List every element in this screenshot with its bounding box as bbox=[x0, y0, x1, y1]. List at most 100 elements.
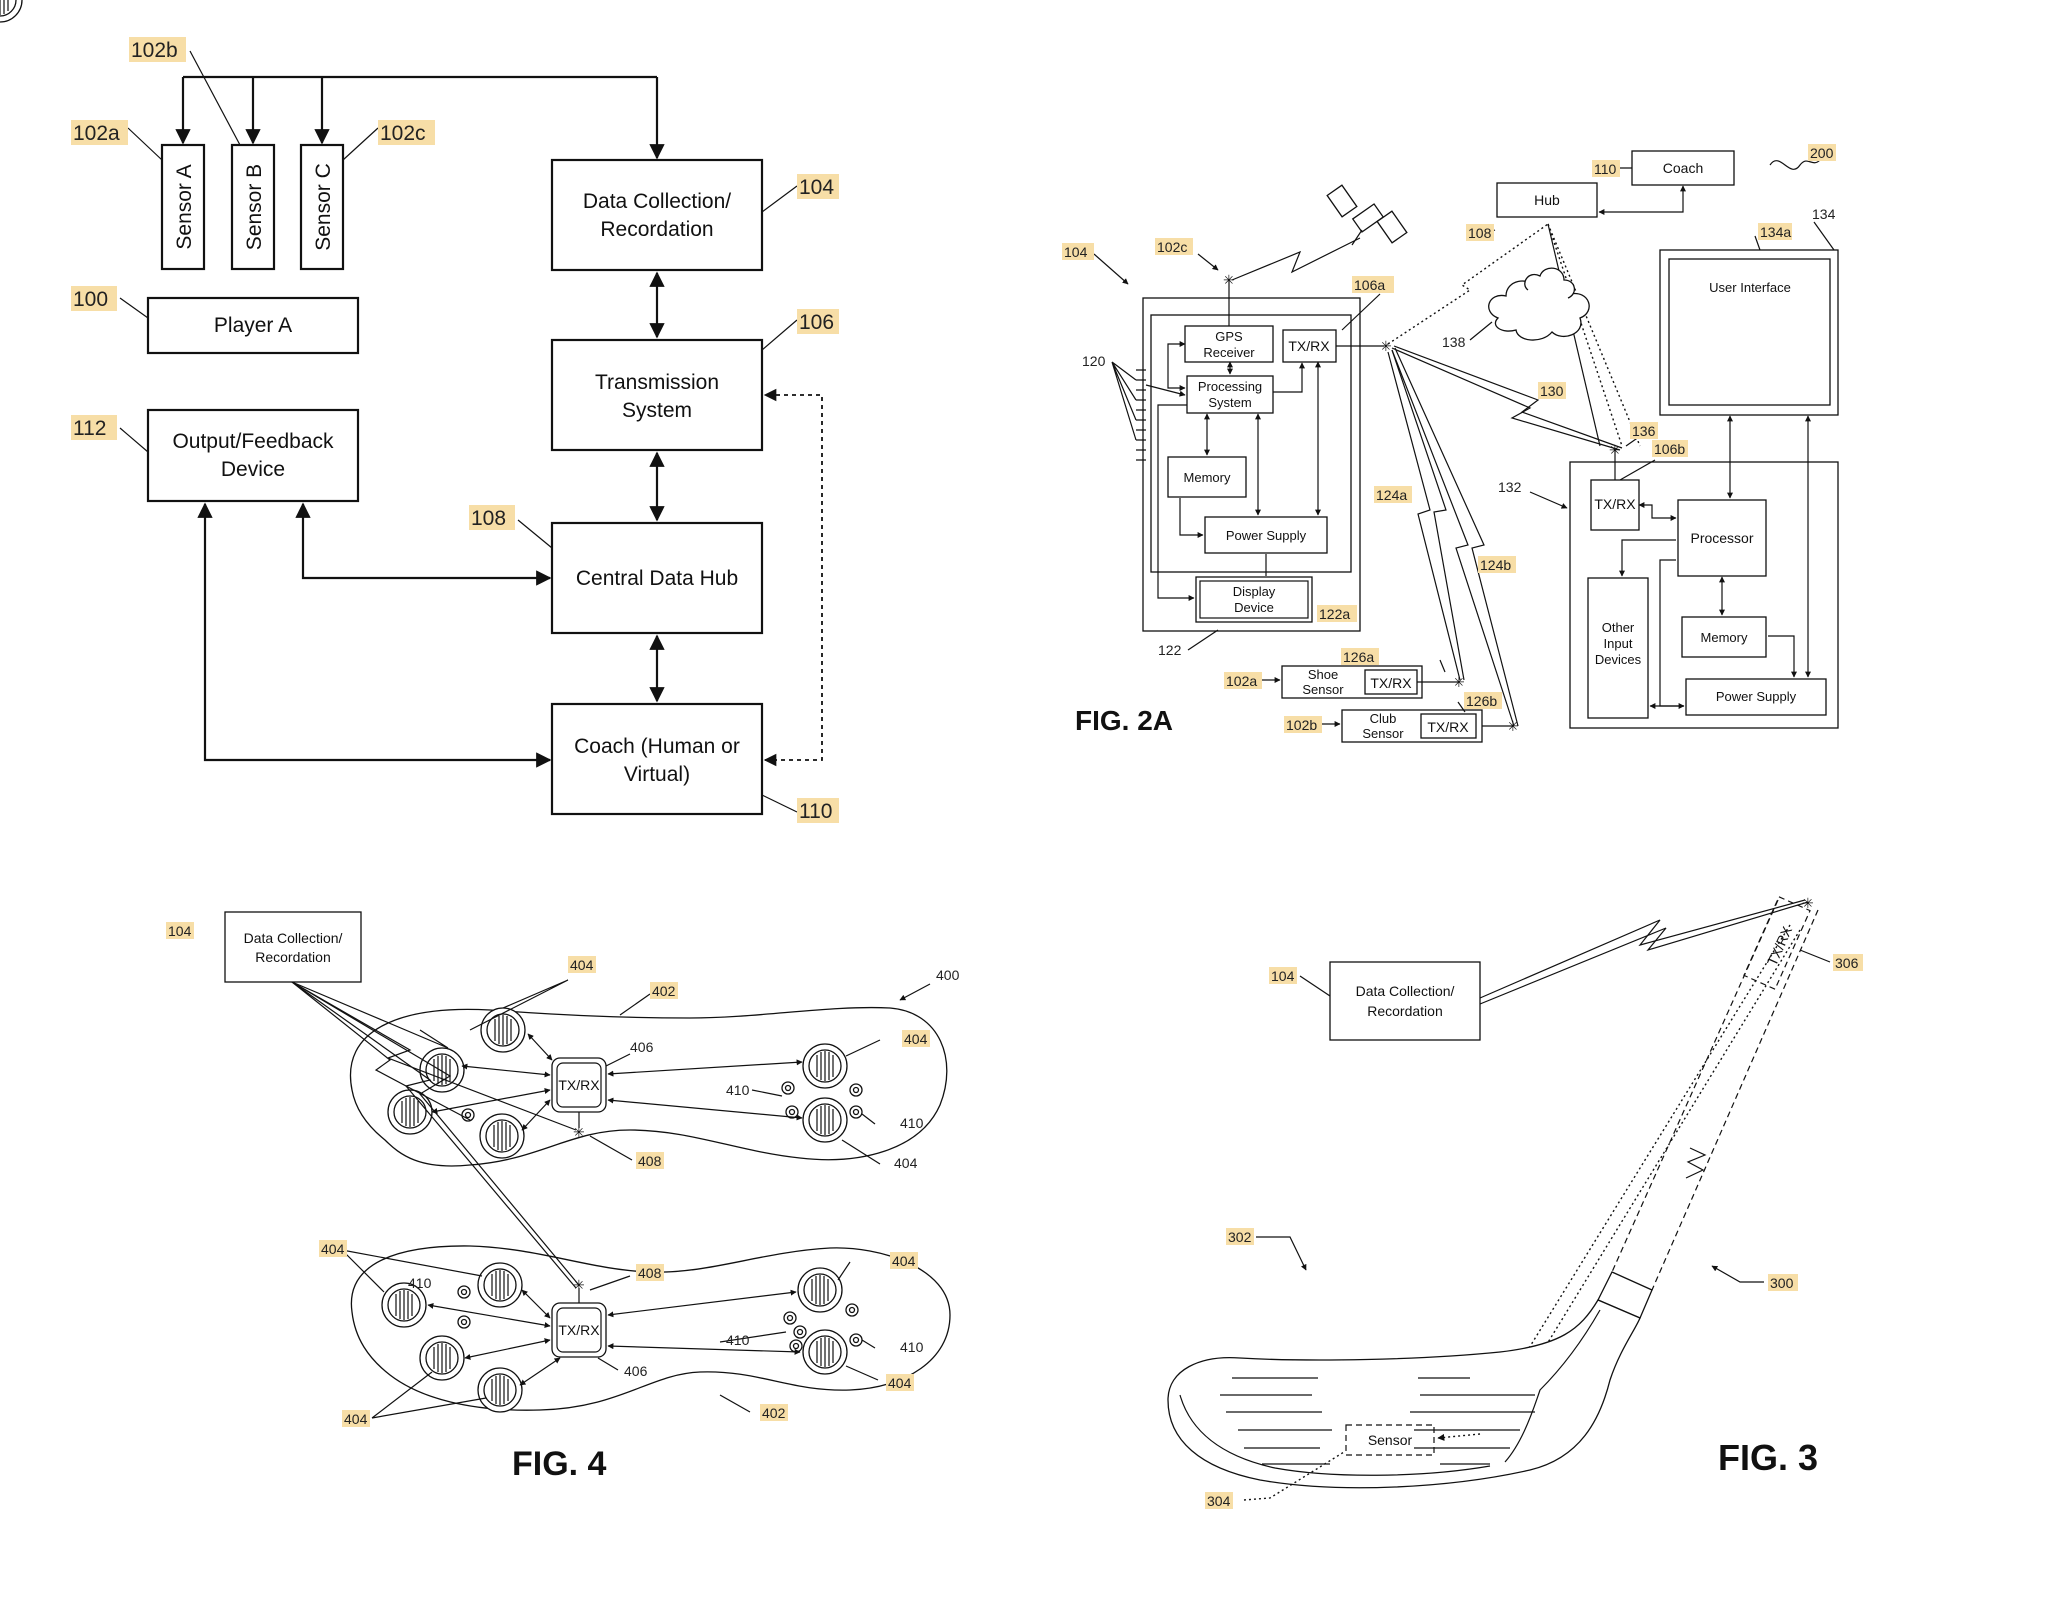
display-device-box bbox=[1195, 576, 1313, 623]
ref-408-b: 408 bbox=[638, 1265, 662, 1281]
sensor-b-box bbox=[230, 143, 276, 271]
leader-404-left bbox=[341, 1249, 483, 1293]
txrx-shaft-label: TX/RX bbox=[1764, 923, 1796, 968]
fig4-shoe-diagram: Data Collection/ Recordation TX/RX TX/RX bbox=[0, 0, 960, 1483]
central-hub-label: Central Data Hub bbox=[576, 567, 738, 590]
ref-404-e: 404 bbox=[892, 1253, 916, 1269]
leader-410-top bbox=[751, 1089, 783, 1097]
leader-402-bottom bbox=[719, 1394, 751, 1413]
data-collection-box bbox=[550, 158, 764, 272]
bottom-arrow-3 bbox=[464, 1338, 551, 1360]
data-collection-box-fig4 bbox=[224, 911, 362, 983]
ref-108-fig1: 108 bbox=[471, 507, 506, 530]
input-to-proc-arrow bbox=[1145, 384, 1186, 397]
sensor-a-label: Sensor A bbox=[173, 164, 196, 249]
hub-label-2a: Hub bbox=[1534, 192, 1560, 208]
ref-404-b: 404 bbox=[904, 1031, 928, 1047]
shoe-txrx-box bbox=[1364, 669, 1418, 695]
cleat-icon bbox=[797, 1267, 843, 1313]
leader-106 bbox=[761, 319, 798, 351]
hub-computer-dotted-link bbox=[1547, 223, 1623, 447]
ref-112: 112 bbox=[73, 417, 106, 440]
link-124b-1 bbox=[1391, 349, 1515, 727]
link-124a-1 bbox=[1387, 351, 1461, 681]
fig3-club-diagram: Data Collection/ Recordation ✳ TX/RX bbox=[1167, 895, 1863, 1509]
fig4-link-5 bbox=[291, 981, 579, 1285]
link-124a-2 bbox=[1391, 349, 1465, 681]
coach-transmission-dashed-arrow bbox=[763, 388, 823, 767]
ref-406-a: 406 bbox=[630, 1039, 654, 1055]
ref-302-arrow bbox=[1256, 1236, 1307, 1271]
leader-410-br bbox=[719, 1331, 787, 1343]
cleat-icon bbox=[479, 1113, 525, 1159]
leader-106a bbox=[1341, 293, 1381, 331]
ref-300: 300 bbox=[1770, 1275, 1794, 1291]
leader-410-right bbox=[861, 1113, 876, 1125]
processor-label-2a: Processor bbox=[1690, 530, 1753, 546]
ref-306: 306 bbox=[1835, 955, 1859, 971]
memory-label-2a: Memory bbox=[1184, 470, 1231, 485]
ref-102c-arrow bbox=[1197, 253, 1219, 271]
leader-406-bottom bbox=[597, 1357, 619, 1371]
gps-antenna-star: ✳ bbox=[1223, 272, 1235, 288]
club-antenna-star: ✳ bbox=[1507, 718, 1519, 734]
leader-408-top bbox=[589, 1135, 633, 1161]
memory-power-arrow bbox=[1179, 498, 1204, 538]
central-hub-box bbox=[550, 521, 764, 635]
fig3-link-1 bbox=[1479, 899, 1806, 999]
ref-102a-fig1: 102a bbox=[73, 122, 120, 145]
cleat-icon bbox=[477, 1262, 523, 1308]
top-arrow-5 bbox=[607, 1059, 803, 1077]
fig1-block-diagram: Sensor A Sensor B Sensor C Player A Outp… bbox=[71, 37, 839, 823]
sensor-a-box bbox=[160, 143, 206, 271]
device-hub-dotted-link bbox=[1387, 223, 1549, 345]
ref-404-a: 404 bbox=[570, 957, 594, 973]
ref-124b: 124b bbox=[1480, 557, 1511, 573]
sensor-c-box bbox=[299, 143, 345, 271]
processing-line2: System bbox=[1208, 395, 1251, 410]
computer-antenna-star: ✳ bbox=[1609, 442, 1621, 458]
ref-120: 120 bbox=[1082, 353, 1106, 369]
leader-126a bbox=[1439, 659, 1446, 673]
coach-output-arrow bbox=[197, 502, 552, 768]
club-antenna-star-fig3: ✳ bbox=[1802, 895, 1814, 911]
ref-132: 132 bbox=[1498, 479, 1522, 495]
shoe-line1: Shoe bbox=[1308, 667, 1338, 682]
top-arrow-6 bbox=[607, 1097, 803, 1121]
leader-134 bbox=[1813, 221, 1835, 251]
ref-104-2a: 104 bbox=[1064, 244, 1088, 260]
fig4-dc-line2: Recordation bbox=[255, 949, 331, 965]
ref-126a: 126a bbox=[1343, 649, 1374, 665]
ref-102b-fig1: 102b bbox=[131, 39, 178, 62]
club-sensor-label: Sensor bbox=[1368, 1432, 1413, 1448]
output-line2: Device bbox=[221, 458, 285, 481]
ref-132-arrow bbox=[1529, 491, 1568, 509]
shaft-internal-wire-2 bbox=[1491, 929, 1801, 1435]
ref-404-c: 404 bbox=[894, 1155, 918, 1171]
ref-410-a: 410 bbox=[726, 1082, 750, 1098]
cloud-puff-icon bbox=[1524, 267, 1575, 299]
fig3-title: FIG. 3 bbox=[1718, 1437, 1818, 1478]
fig4-link-1 bbox=[291, 981, 577, 1131]
fig4-link-3 bbox=[291, 981, 449, 1049]
top-arrow-1 bbox=[461, 1063, 551, 1078]
gps-line2: Receiver bbox=[1203, 345, 1255, 360]
leader-134a bbox=[1754, 235, 1761, 251]
leader-120 bbox=[1111, 361, 1137, 441]
ref-410-c: 410 bbox=[408, 1275, 432, 1291]
player-a-label: Player A bbox=[214, 314, 292, 337]
leader-406-top bbox=[605, 1053, 631, 1067]
ref-200-squiggle bbox=[1769, 159, 1821, 170]
power-label-2a: Power Supply bbox=[1226, 528, 1307, 543]
leader-110 bbox=[761, 794, 798, 813]
sensor-c-label: Sensor C bbox=[312, 163, 335, 251]
coach-box bbox=[550, 702, 764, 816]
memory-box-2a bbox=[1167, 456, 1247, 498]
wire-to-sensor-arrow bbox=[1437, 1433, 1481, 1441]
ref-402-a: 402 bbox=[652, 983, 676, 999]
processor-other-arrow bbox=[1619, 539, 1676, 577]
leader-102a bbox=[127, 127, 163, 161]
ref-102c-fig1: 102c bbox=[380, 122, 426, 145]
satellite-icon bbox=[1326, 184, 1408, 246]
